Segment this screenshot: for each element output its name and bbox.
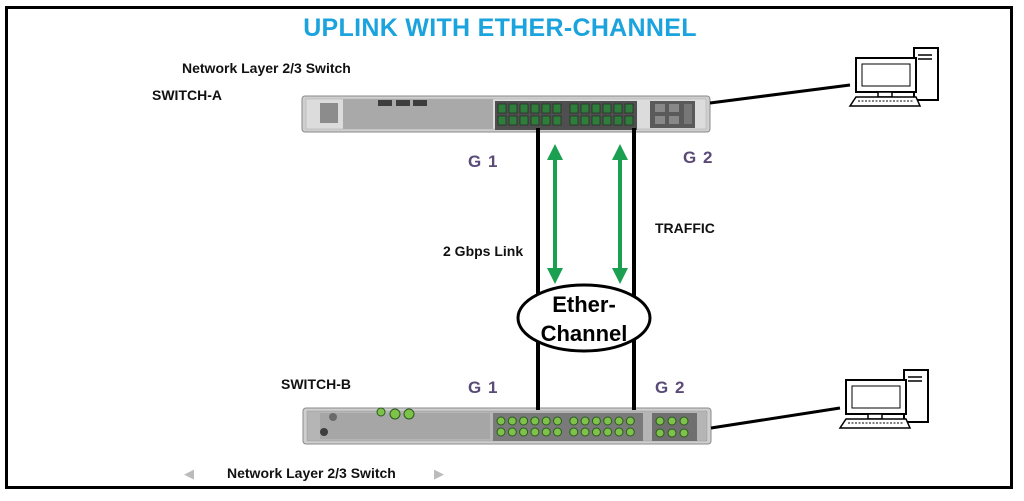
switch-a-port-g1: G 1 (468, 152, 499, 171)
switch-b-port-g1: G 1 (468, 378, 499, 397)
switch-port (519, 115, 529, 126)
switch-port (625, 427, 635, 437)
switch-port (552, 103, 562, 114)
left-arrow-icon: ◀ (184, 466, 194, 481)
switch-port (507, 416, 517, 426)
switch-b-port-g2: G 2 (655, 378, 686, 397)
switch-port (496, 427, 506, 437)
switch-port (541, 115, 551, 126)
switch-port (507, 427, 517, 437)
host-b-cable (710, 406, 841, 430)
switch-port (508, 103, 518, 114)
switch-port (519, 416, 529, 426)
switch-port (530, 416, 540, 426)
switch-port (541, 416, 551, 426)
switch-b-device (302, 407, 712, 445)
switch-port (614, 427, 624, 437)
switch-port (613, 103, 623, 114)
switch-port (519, 103, 529, 114)
switch-port (624, 103, 634, 114)
switch-port (530, 103, 540, 114)
switch-a-name: SWITCH-A (152, 87, 222, 103)
switch-a-caption: Network Layer 2/3 Switch (182, 60, 351, 76)
etherchannel-label-line1: Ether- (552, 292, 616, 317)
switch-port (591, 115, 601, 126)
switch-port (580, 427, 590, 437)
switch-port (603, 427, 613, 437)
switch-port (602, 103, 612, 114)
switch-port (580, 103, 590, 114)
switch-port (530, 115, 540, 126)
switch-port (603, 416, 613, 426)
switch-port (613, 115, 623, 126)
switch-port (541, 427, 551, 437)
switch-port (580, 416, 590, 426)
right-arrow-icon: ▶ (434, 466, 444, 481)
switch-port (569, 115, 579, 126)
switch-port (625, 416, 635, 426)
switch-port (496, 416, 506, 426)
switch-port (508, 115, 518, 126)
host-a-cable (709, 83, 851, 105)
switch-port (624, 115, 634, 126)
traffic-label: TRAFFIC (655, 220, 715, 236)
switch-a-device (301, 95, 711, 133)
switch-port (497, 115, 507, 126)
desktop-computer-icon (838, 369, 929, 429)
diagram-title: UPLINK WITH ETHER-CHANNEL (303, 14, 697, 42)
switch-port (552, 115, 562, 126)
switch-b-caption: Network Layer 2/3 Switch (227, 465, 396, 481)
switch-b-name: SWITCH-B (281, 376, 351, 392)
switch-port (591, 103, 601, 114)
switch-a-port-grid (497, 103, 634, 126)
switch-port (530, 427, 540, 437)
switch-port (541, 103, 551, 114)
switch-port (519, 427, 529, 437)
desktop-computer-icon (848, 47, 939, 107)
switch-port (569, 427, 579, 437)
switch-port (591, 416, 601, 426)
switch-b-port-grid (496, 416, 635, 437)
link-label: 2 Gbps Link (443, 243, 524, 259)
switch-port (569, 416, 579, 426)
etherchannel-ellipse (516, 283, 652, 353)
switch-port (497, 103, 507, 114)
switch-port (569, 103, 579, 114)
switch-port (602, 115, 612, 126)
switch-port (553, 427, 562, 437)
switch-port (614, 416, 624, 426)
switch-port (580, 115, 590, 126)
etherchannel-label: Ether- Channel (518, 290, 650, 348)
etherchannel-label-line2: Channel (540, 321, 628, 346)
switch-a-port-g2: G 2 (683, 148, 714, 167)
switch-port (591, 427, 601, 437)
switch-port (553, 416, 562, 426)
